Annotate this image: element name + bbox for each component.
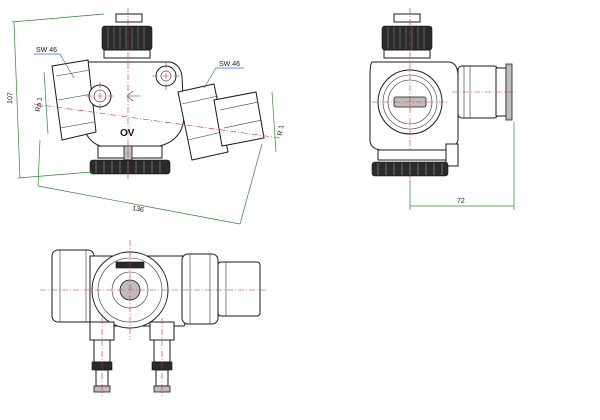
side-view: 72 <box>369 8 518 210</box>
height-dim-label: 107 <box>7 92 14 104</box>
r1-label: R 1 <box>277 124 285 136</box>
top-view <box>40 240 266 396</box>
depth-dim-label: 72 <box>457 198 465 205</box>
rp1-label: Rp 1 <box>35 97 44 113</box>
length-dim-label: 136 <box>132 205 145 214</box>
front-view: OV SW 46 SW 46 Rp 1 R 1 107 136 <box>7 8 286 225</box>
sw-left-label: SW 46 <box>36 47 57 54</box>
sw-right-label: SW 46 <box>219 61 240 68</box>
ov-marking: OV <box>120 128 135 139</box>
